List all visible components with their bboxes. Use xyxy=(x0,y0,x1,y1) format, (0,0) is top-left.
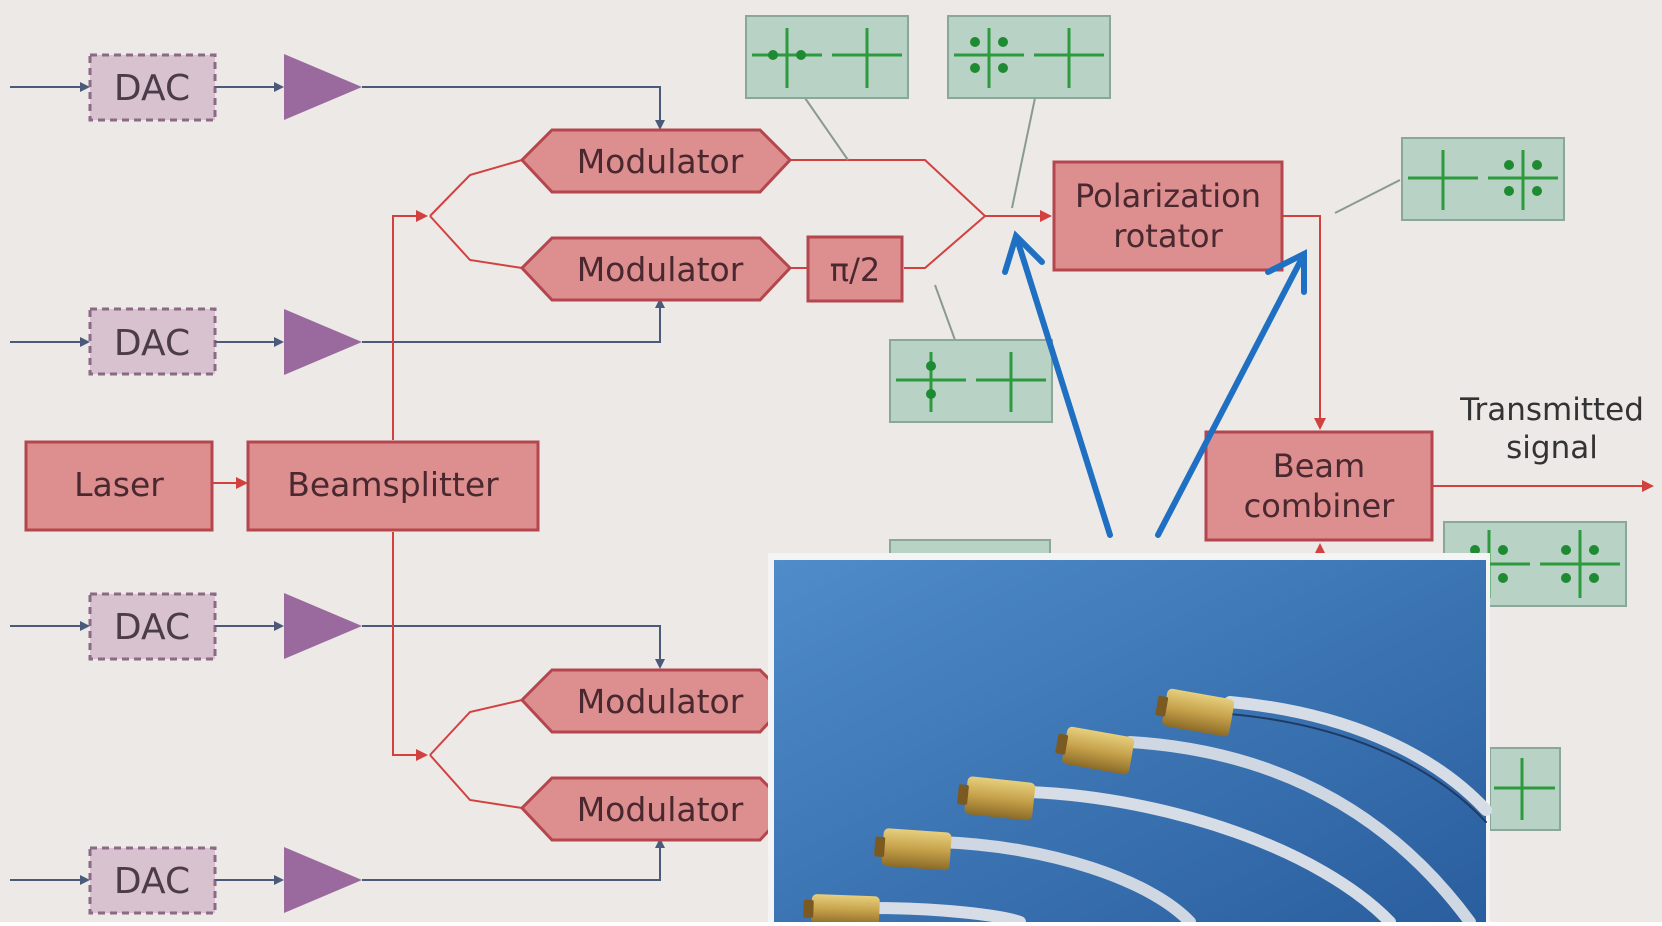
amplifier-icon xyxy=(284,309,362,375)
highlight-arrow xyxy=(1015,239,1113,538)
constellation-callout-bpsk xyxy=(745,15,909,161)
dac-chain-3: DAC xyxy=(10,592,665,669)
beam-combiner-label-line1: Beam xyxy=(1273,447,1365,485)
constellation-callout-rotated xyxy=(1334,137,1565,221)
constellation-point xyxy=(796,50,806,60)
highlight-arrows xyxy=(1002,230,1307,538)
transmitted-signal-line2: signal xyxy=(1506,430,1598,466)
dac-chain-4: DAC xyxy=(10,838,665,915)
constellation-point xyxy=(1532,186,1542,196)
constellation-callout-qpsk xyxy=(947,15,1111,209)
beam-combiner-block: Beam combiner xyxy=(1204,430,1434,542)
dac-block xyxy=(88,846,217,915)
modulator-label: Modulator xyxy=(577,142,744,181)
modulator-label: Modulator xyxy=(577,790,744,829)
transmitted-signal-line1: Transmitted xyxy=(1459,392,1644,428)
inset-photo xyxy=(768,553,1492,926)
modulator-3: Modulator xyxy=(519,668,793,734)
modulator-4: Modulator xyxy=(519,776,793,842)
transmitted-signal-label: Transmitted signal xyxy=(1459,392,1644,466)
constellation-point xyxy=(926,389,936,399)
constellation-point xyxy=(970,37,980,47)
fiber-cables xyxy=(864,696,1492,926)
laser-block: Laser xyxy=(24,440,214,532)
modulator-1: Modulator xyxy=(519,128,793,194)
constellation-point xyxy=(998,37,1008,47)
beamsplitter-label: Beamsplitter xyxy=(287,465,499,504)
dac-chain-2: DAC xyxy=(10,298,665,376)
constellation-point xyxy=(1532,160,1542,170)
polarization-rotator-label-line1: Polarization xyxy=(1075,177,1261,215)
constellation-point xyxy=(768,50,778,60)
laser-label: Laser xyxy=(74,465,164,504)
highlight-arrow xyxy=(1155,259,1303,538)
phase-shift-block: π/2 xyxy=(806,235,904,303)
dac-label: DAC xyxy=(114,68,190,109)
amplifier-icon xyxy=(284,54,362,120)
modulator-label: Modulator xyxy=(577,682,744,721)
constellation-point xyxy=(998,63,1008,73)
constellation-point xyxy=(926,361,936,371)
constellation-point xyxy=(1504,160,1514,170)
dac-label: DAC xyxy=(114,607,190,648)
dac-chain-1: DAC xyxy=(10,53,665,130)
dac-block xyxy=(88,592,217,661)
amplifier-icon xyxy=(284,593,362,659)
phase-shift-label: π/2 xyxy=(830,251,880,289)
beam-combiner-label-line2: combiner xyxy=(1244,487,1396,525)
modulator-2: Modulator xyxy=(519,236,793,302)
constellation-callout-quadrature xyxy=(889,284,1053,423)
modulator-label: Modulator xyxy=(577,250,744,289)
constellation-point xyxy=(970,63,980,73)
constellation-point xyxy=(1504,186,1514,196)
polarization-rotator-label-line2: rotator xyxy=(1113,217,1223,255)
fiber-ferrules xyxy=(803,688,1235,926)
polarization-rotator-block: Polarization rotator xyxy=(1052,160,1284,272)
beamsplitter-block: Beamsplitter xyxy=(246,440,540,532)
dac-label: DAC xyxy=(114,323,190,364)
amplifier-icon xyxy=(284,847,362,913)
optical-paths xyxy=(212,159,1654,809)
dac-label: DAC xyxy=(114,861,190,902)
dac-block xyxy=(88,53,217,122)
